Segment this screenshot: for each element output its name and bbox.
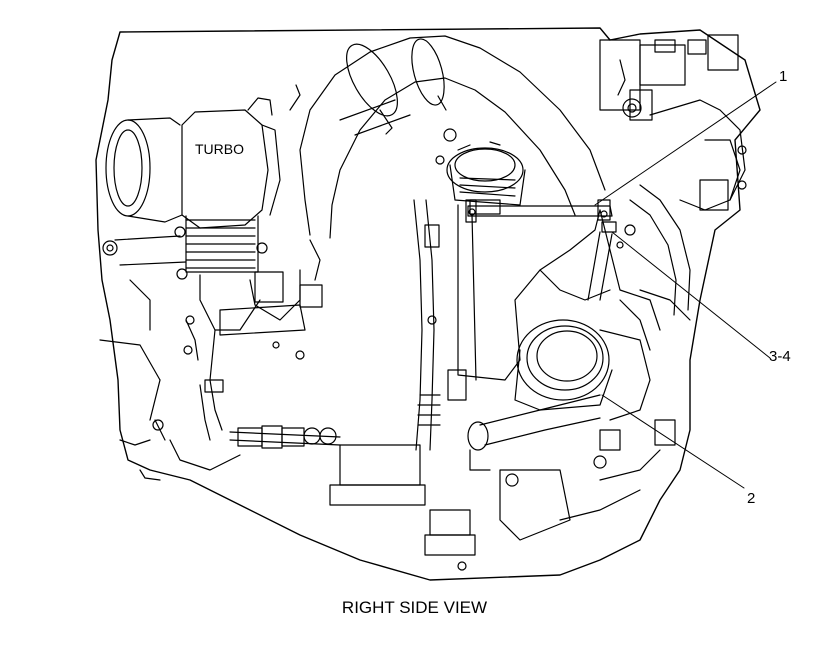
leader-line-1 bbox=[595, 82, 776, 205]
clamp-bolts bbox=[588, 222, 635, 300]
coolant-tube bbox=[620, 185, 690, 350]
oil-supply-line bbox=[414, 200, 466, 450]
callout-3-4: 3-4 bbox=[769, 348, 791, 365]
heat-shield bbox=[458, 205, 660, 380]
lower-block bbox=[100, 280, 675, 570]
callout-2: 2 bbox=[747, 490, 756, 507]
intake-elbow-pipe bbox=[300, 36, 605, 238]
compressor-housing bbox=[436, 129, 525, 214]
exhaust-drain bbox=[200, 85, 322, 359]
water-hose bbox=[468, 395, 600, 470]
view-caption: RIGHT SIDE VIEW bbox=[341, 598, 488, 617]
leader-line-3-4 bbox=[612, 232, 770, 358]
callout-1: 1 bbox=[779, 68, 788, 85]
leader-line-2 bbox=[602, 395, 744, 488]
water-outlet-port bbox=[515, 320, 650, 420]
engine-block-outline bbox=[96, 28, 760, 580]
mounting-bracket bbox=[466, 200, 612, 222]
callout-leaders bbox=[595, 82, 776, 488]
wiring-harness bbox=[153, 316, 340, 470]
cylinder-head bbox=[600, 35, 746, 210]
turbocharger bbox=[103, 98, 280, 279]
turbo-label: TURBO bbox=[195, 141, 244, 157]
